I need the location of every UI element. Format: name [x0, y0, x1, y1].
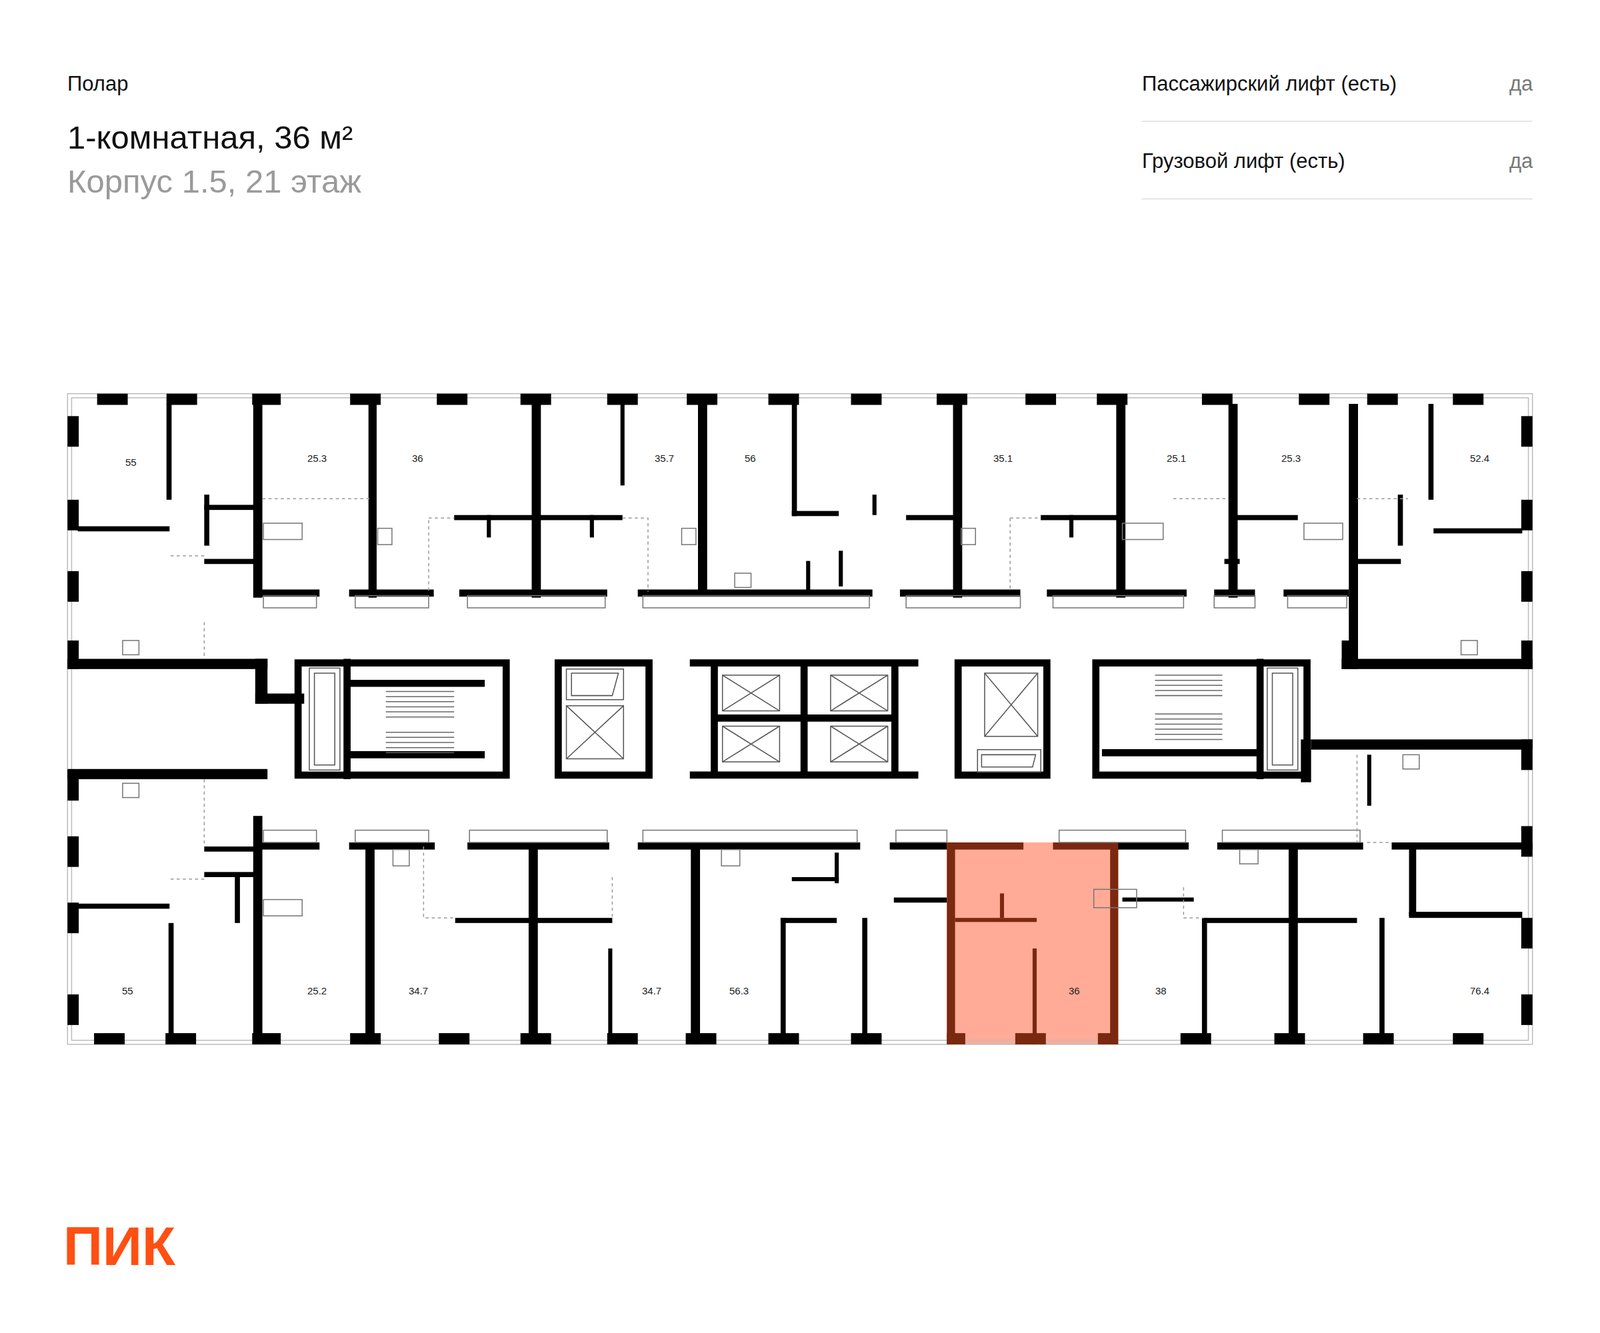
apartment-area: 36 — [1068, 985, 1080, 997]
wall-pillars — [67, 394, 1532, 1045]
apartment-area: 25.3 — [1281, 452, 1301, 464]
apartment-area: 38 — [1155, 985, 1167, 997]
door-swings — [170, 498, 1408, 918]
heading: 1-комнатная, 36 м² — [67, 118, 353, 156]
fixtures — [122, 523, 1478, 916]
spec-name: Грузовой лифт (есть) — [1142, 149, 1346, 174]
highlight-wall — [946, 842, 1118, 1045]
apartment-area: 56 — [744, 452, 756, 464]
core-walls — [298, 659, 1307, 780]
apartment-area: 34.7 — [642, 985, 662, 997]
spec-value: да — [1509, 72, 1533, 96]
apartment-area: 35.1 — [993, 452, 1013, 464]
stairs — [386, 675, 1223, 753]
apartment-area: 25.2 — [307, 985, 327, 997]
walls — [67, 404, 1532, 1045]
separator — [1142, 120, 1533, 122]
highlight-wall — [946, 1033, 1118, 1045]
spec-name: Пассажирский лифт (есть) — [1142, 72, 1397, 96]
apartment-area: 52.4 — [1470, 452, 1490, 464]
apartment-area: 34.7 — [408, 985, 428, 997]
separator — [1142, 198, 1533, 200]
project-name: Полар — [67, 72, 128, 96]
spec-value: да — [1509, 149, 1533, 174]
logo: ПИК — [63, 1215, 176, 1278]
apartment-area: 56.3 — [729, 985, 749, 997]
apartment-area: 25.1 — [1166, 452, 1186, 464]
apartment-area: 76.4 — [1470, 985, 1490, 997]
apartment-area: 55 — [125, 456, 137, 468]
apartment-area: 25.3 — [307, 452, 327, 464]
lift-cabins — [309, 668, 1298, 772]
apartment-area: 35.7 — [654, 452, 674, 464]
outer-wall — [67, 394, 1532, 1045]
apartment-area: 36 — [412, 452, 424, 464]
subheading: Корпус 1.5, 21 этаж — [67, 162, 362, 200]
apartment-area: 55 — [122, 985, 134, 997]
highlighted-apartment — [946, 842, 1118, 1045]
